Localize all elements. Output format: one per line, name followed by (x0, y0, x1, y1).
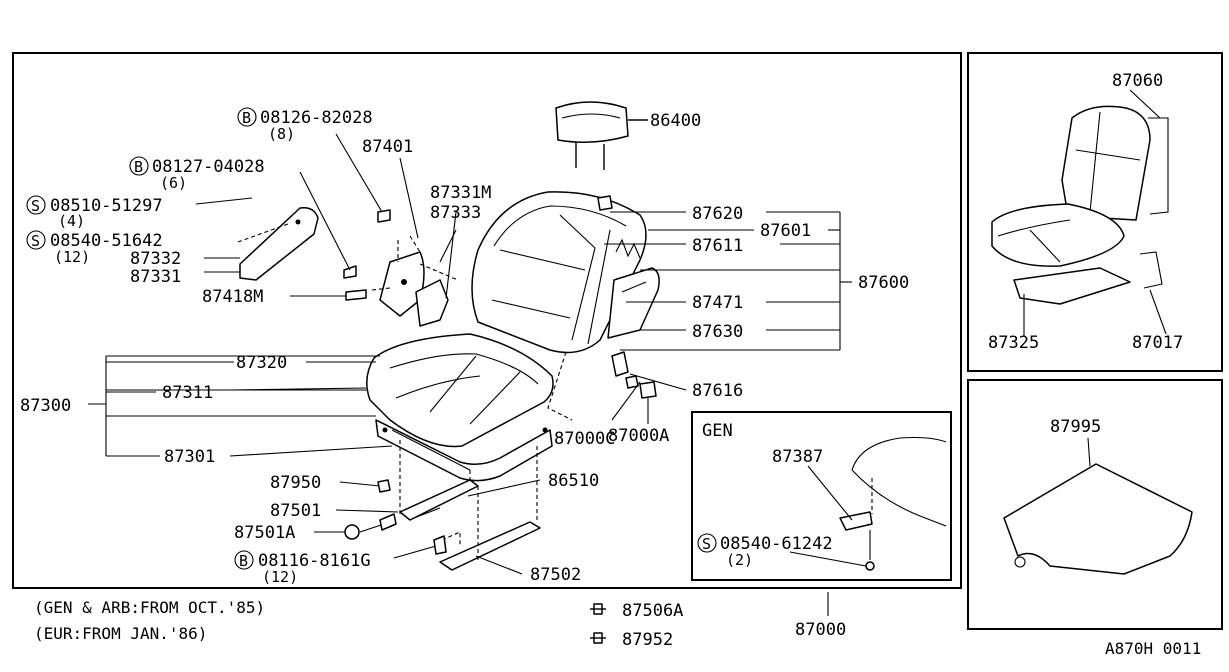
clip-87501 (379, 513, 397, 531)
part-87501-label: 87501 (270, 501, 321, 521)
mark-s-08540b: S (697, 533, 717, 553)
part-87301-label: 87301 (164, 447, 215, 467)
part-87501a-label: 87501A (234, 523, 295, 543)
part-87331-label: 87331 (130, 267, 181, 287)
applicability-note-eur: (EUR:FROM JAN.'86) (34, 624, 207, 643)
floor-mat-drawing (1003, 437, 1193, 575)
bolt-87950 (377, 479, 391, 493)
back-board (607, 267, 660, 339)
mark-s-text: S (31, 197, 40, 215)
part-87995-label: 87995 (1050, 417, 1101, 437)
applicability-note-gen-arb: (GEN & ARB:FROM OCT.'85) (34, 598, 265, 617)
slide-rails (399, 440, 541, 571)
part-87611-label: 87611 (692, 236, 743, 256)
part-87600-label: 87600 (858, 273, 909, 293)
part-87630-label: 87630 (692, 322, 743, 342)
part-87000-label: 87000 (795, 620, 846, 640)
mark-b-08126: B (237, 107, 257, 127)
mark-b-text: B (239, 552, 248, 570)
mark-b-08127: B (129, 156, 149, 176)
part-08540a-label: 08540-51642 (50, 231, 163, 251)
part-08540a-qty: (12) (54, 248, 90, 266)
part-08510-qty: (4) (58, 212, 85, 230)
part-86400-label: 86400 (650, 111, 701, 131)
gen-inset-drawing (789, 436, 947, 571)
bolt-87000c (625, 375, 639, 389)
part-87387-label: 87387 (772, 447, 823, 467)
headrest (555, 101, 648, 170)
floor-mat-frame (967, 379, 1223, 630)
bolt-87952-symbol (590, 632, 606, 644)
part-87060-label: 87060 (1112, 71, 1163, 91)
part-87506a-label: 87506A (622, 601, 683, 621)
gen-inset-frame (691, 411, 952, 581)
part-87300-label: 87300 (20, 396, 71, 416)
part-87331m-label: 87331M (430, 183, 491, 203)
diagram-code: A870H 0011 (1105, 639, 1201, 658)
mark-s-text: S (702, 535, 711, 553)
part-87616-label: 87616 (692, 381, 743, 401)
mark-b-08116: B (234, 550, 254, 570)
part-87620-label: 87620 (692, 204, 743, 224)
part-08510-label: 08510-51297 (50, 196, 163, 216)
main-diagram-frame (12, 52, 962, 589)
part-87601-label: 87601 (760, 221, 811, 241)
bolt-08116 (433, 535, 447, 555)
mark-s-08540a: S (26, 230, 46, 250)
leader-lines (88, 133, 852, 616)
part-87333-label: 87333 (430, 203, 481, 223)
seat-cushion (366, 333, 554, 482)
mark-s-text: S (31, 232, 40, 250)
mark-b-text: B (242, 109, 251, 127)
part-87418m-label: 87418M (202, 287, 263, 307)
part-08540b-qty: (2) (726, 551, 753, 569)
part-87000a-label: 87000A (608, 426, 669, 446)
hinge-part-87616 (611, 351, 629, 377)
part-87325-label: 87325 (988, 333, 1039, 353)
part-87401-label: 87401 (362, 137, 413, 157)
part-08126-qty: (8) (268, 125, 295, 143)
part-87952-label: 87952 (622, 630, 673, 650)
gen-inset-title: GEN (702, 421, 733, 441)
part-08126-label: 08126-82028 (260, 108, 373, 128)
guide-part (597, 195, 613, 211)
recliner-parts (237, 206, 459, 327)
part-87502-label: 87502 (530, 565, 581, 585)
part-87311-label: 87311 (162, 383, 213, 403)
part-87000c-label: 87000C (554, 429, 615, 449)
part-87017-label: 87017 (1132, 333, 1183, 353)
part-08116-qty: (12) (262, 568, 298, 586)
part-08540b-label: 08540-61242 (720, 534, 833, 554)
mark-s-08510: S (26, 195, 46, 215)
seat-assembly-drawing (991, 89, 1169, 336)
part-08127-qty: (6) (160, 174, 187, 192)
part-87471-label: 87471 (692, 293, 743, 313)
bolt-87000a (639, 381, 657, 399)
part-08116-label: 08116-8161G (258, 551, 371, 571)
part-87332-label: 87332 (130, 249, 181, 269)
seat-back (471, 191, 647, 421)
part-87320-label: 87320 (236, 353, 287, 373)
bolt-87501a (344, 524, 360, 540)
part-86510-label: 86510 (548, 471, 599, 491)
part-08127-label: 08127-04028 (152, 157, 265, 177)
seat-assembly-frame (967, 52, 1223, 372)
part-87950-label: 87950 (270, 473, 321, 493)
bolt-87506a-symbol (590, 603, 606, 615)
mark-b-text: B (134, 158, 143, 176)
